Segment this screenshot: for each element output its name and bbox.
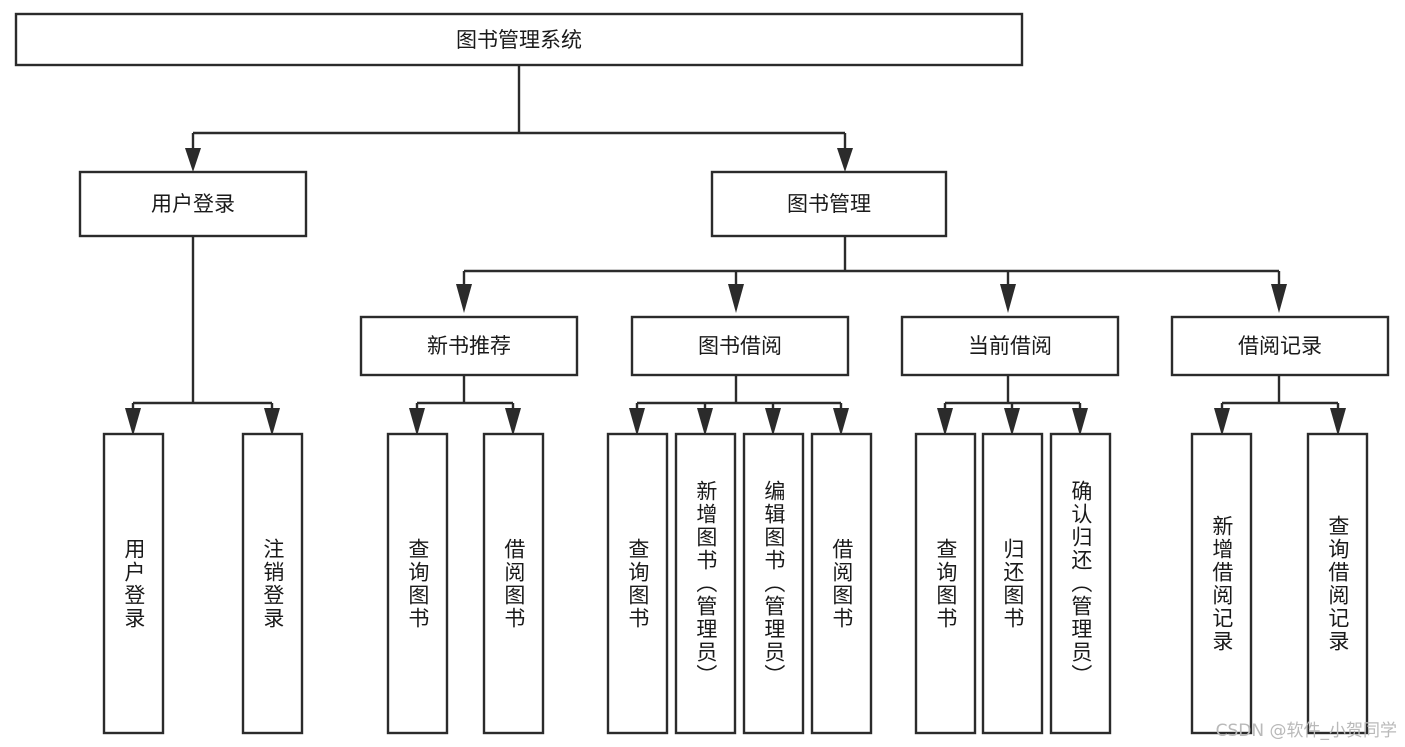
arrowhead-icon xyxy=(765,408,781,436)
leaf-box-return-book[interactable] xyxy=(981,432,1044,735)
node-book-manage-label: 图书管理 xyxy=(787,192,871,216)
leaf-box-group xyxy=(102,432,1369,735)
arrowhead-icon xyxy=(1000,284,1016,313)
node-user-login[interactable]: 用户登录 xyxy=(78,170,308,238)
node-root-label: 图书管理系统 xyxy=(456,28,582,52)
node-borrow-record-label: 借阅记录 xyxy=(1238,334,1322,358)
node-new-book-recommend-label: 新书推荐 xyxy=(427,334,511,358)
arrowhead-icon xyxy=(629,408,645,436)
node-book-manage-box[interactable] xyxy=(710,170,948,238)
arrowhead-icon xyxy=(833,408,849,436)
leaf-box-add-book[interactable] xyxy=(674,432,737,735)
node-user-login-box[interactable] xyxy=(78,170,308,238)
arrowhead-icon xyxy=(185,148,201,172)
node-borrow-record-box[interactable] xyxy=(1170,315,1390,377)
arrowhead-icon xyxy=(837,148,853,172)
node-user-login-label: 用户登录 xyxy=(151,192,235,216)
leaf-box-borrow-book-2[interactable] xyxy=(810,432,873,735)
node-book-manage[interactable]: 图书管理 xyxy=(710,170,948,238)
node-new-book-recommend[interactable]: 新书推荐 xyxy=(359,315,579,377)
node-root-box[interactable] xyxy=(14,12,1024,67)
leaf-box-confirm-return[interactable] xyxy=(1049,432,1112,735)
node-book-borrow-box[interactable] xyxy=(630,315,850,377)
arrowhead-icon xyxy=(409,408,425,436)
leaf-box-query-record[interactable] xyxy=(1306,432,1369,735)
arrowhead-icon xyxy=(697,408,713,436)
leaf-box-query-book-1[interactable] xyxy=(386,432,449,735)
arrowhead-icon xyxy=(937,408,953,436)
arrowhead-icon xyxy=(1271,284,1287,313)
arrowhead-icon xyxy=(456,284,472,313)
node-borrow-record[interactable]: 借阅记录 xyxy=(1170,315,1390,377)
arrowhead-icon xyxy=(125,408,141,436)
node-book-borrow-label: 图书借阅 xyxy=(698,334,782,358)
node-root[interactable]: 图书管理系统 xyxy=(14,12,1024,67)
arrowhead-icon xyxy=(505,408,521,436)
leaf-box-user-login[interactable] xyxy=(102,432,165,735)
node-current-borrow-box[interactable] xyxy=(900,315,1120,377)
leaf-box-borrow-book-1[interactable] xyxy=(482,432,545,735)
arrowhead-icon xyxy=(1072,408,1088,436)
leaf-box-edit-book[interactable] xyxy=(742,432,805,735)
watermark-text: CSDN @软件_小贺同学 xyxy=(1215,721,1397,741)
node-book-borrow[interactable]: 图书借阅 xyxy=(630,315,850,377)
node-new-book-recommend-box[interactable] xyxy=(359,315,579,377)
arrowhead-icon xyxy=(1214,408,1230,436)
node-current-borrow[interactable]: 当前借阅 xyxy=(900,315,1120,377)
arrowhead-icon xyxy=(1004,408,1020,436)
leaf-box-user-logout[interactable] xyxy=(241,432,304,735)
node-current-borrow-label: 当前借阅 xyxy=(968,334,1052,358)
leaf-box-query-book-2[interactable] xyxy=(606,432,669,735)
arrowhead-group xyxy=(125,148,1346,436)
arrowhead-icon xyxy=(264,408,280,436)
arrowhead-icon xyxy=(728,284,744,313)
leaf-box-add-record[interactable] xyxy=(1190,432,1253,735)
leaf-box-query-book-3[interactable] xyxy=(914,432,977,735)
arrowhead-icon xyxy=(1330,408,1346,436)
